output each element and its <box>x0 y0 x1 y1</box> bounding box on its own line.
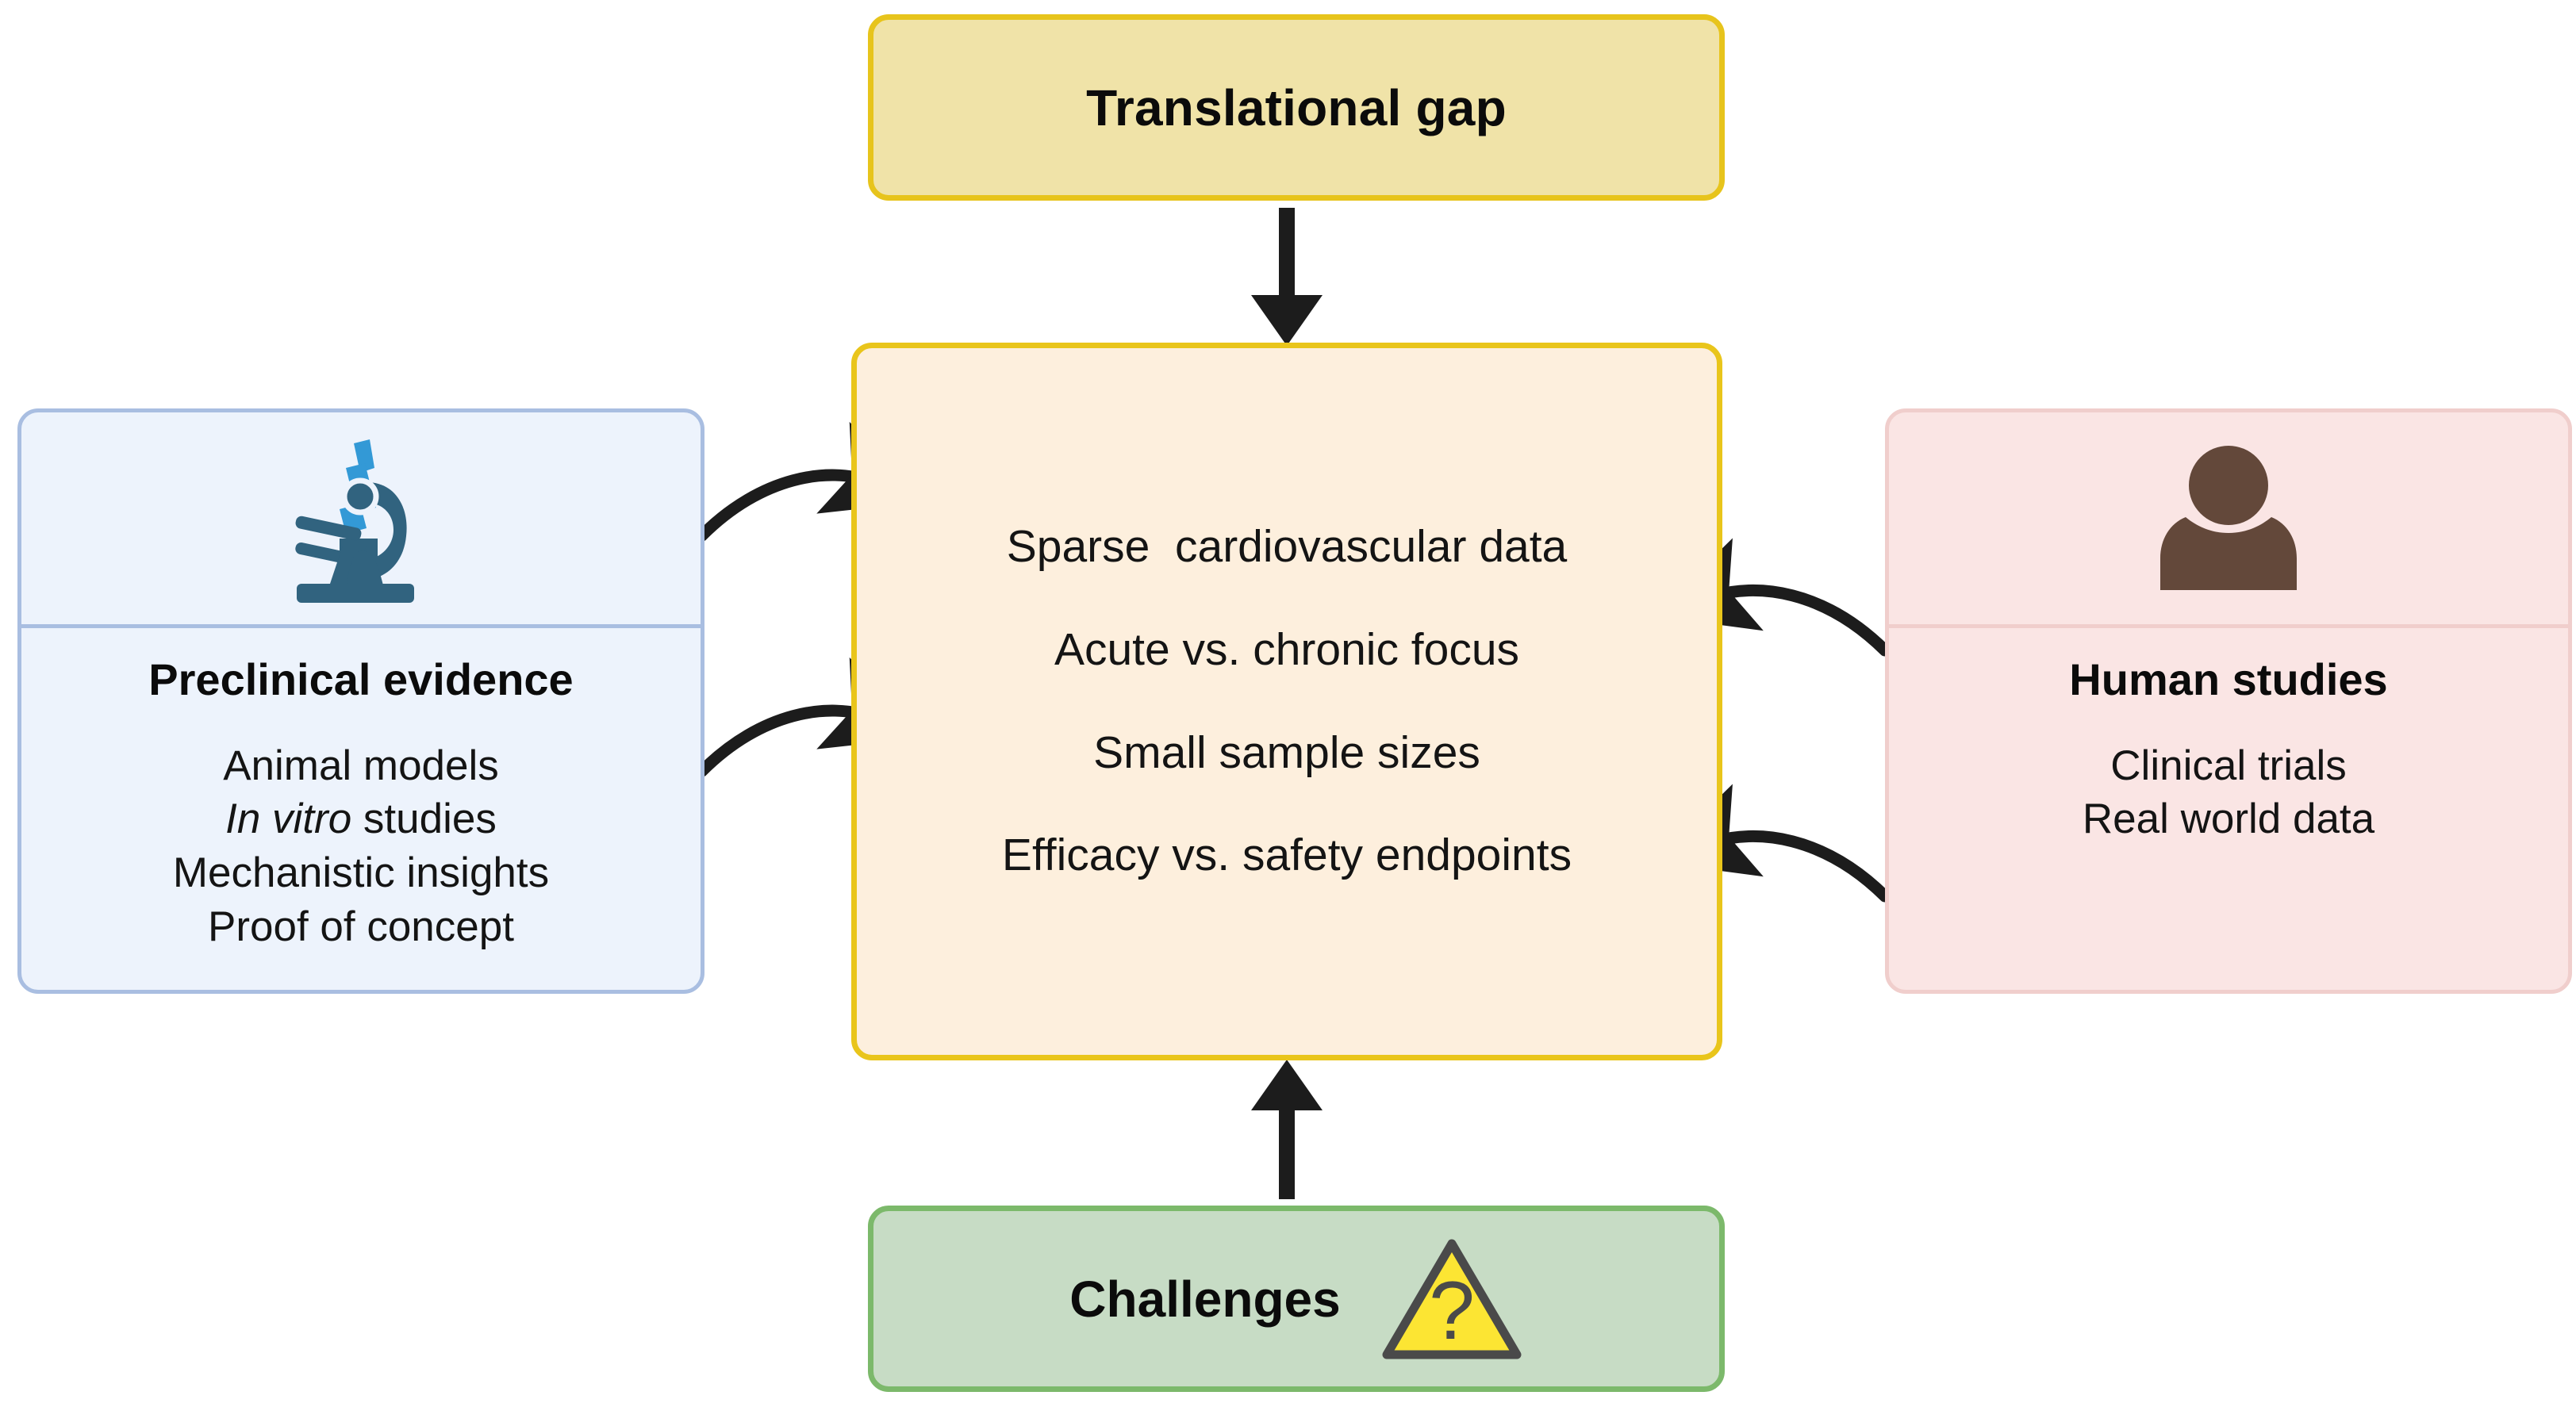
person-icon <box>2160 445 2297 590</box>
arrow-challenges-to-center <box>1251 1060 1323 1199</box>
translational-gap-label: Translational gap <box>1086 79 1507 136</box>
gap-item-efficacy-vs-safety: Efficacy vs. safety endpoints <box>1001 830 1572 881</box>
warning-mark: ? <box>1429 1265 1475 1357</box>
gap-item-acute-vs-chronic: Acute vs. chronic focus <box>1054 623 1520 675</box>
human-studies-body-pane: Human studies Clinical trials Real world… <box>1889 628 2568 990</box>
arrow-human-studies-to-center-lower <box>1653 784 1891 903</box>
list-item: Animal models <box>223 742 499 789</box>
arrow-preclinical-to-center-upper <box>696 421 927 542</box>
list-item: Real world data <box>2082 796 2375 843</box>
arrow-preclinical-to-center-lower <box>696 657 927 777</box>
microscope-icon <box>295 439 414 603</box>
translational-gap-box[interactable]: Translational gap <box>868 14 1725 201</box>
gap-item-small-sample-sizes: Small sample sizes <box>1093 727 1480 778</box>
gap-item-sparse-data: Sparse cardiovascular data <box>1006 520 1568 572</box>
translational-gap-details-box[interactable]: Sparse cardiovascular data Acute vs. chr… <box>851 343 1722 1060</box>
list-item: Clinical trials <box>2110 742 2347 789</box>
human-studies-title: Human studies <box>2069 654 2388 704</box>
preclinical-body-pane: Preclinical evidence Animal models In vi… <box>21 628 701 990</box>
preclinical-icon-pane <box>21 412 701 628</box>
list-item: Mechanistic insights <box>172 849 550 897</box>
challenges-box[interactable]: Challenges ? <box>868 1206 1725 1392</box>
arrow-human-studies-to-center-upper <box>1653 538 1891 657</box>
preclinical-evidence-card[interactable]: Preclinical evidence Animal models In vi… <box>17 408 704 994</box>
human-studies-icon-pane <box>1889 412 2568 628</box>
human-studies-card[interactable]: Human studies Clinical trials Real world… <box>1885 408 2572 994</box>
preclinical-evidence-title: Preclinical evidence <box>148 654 574 704</box>
list-item: Proof of concept <box>208 903 514 951</box>
list-item: In vitro studies <box>225 796 497 843</box>
warning-question-icon-wrap: ? <box>1380 1236 1523 1363</box>
human-studies-list: Clinical trials Real world data <box>2083 739 2374 847</box>
preclinical-evidence-list: Animal models In vitro studies Mechanist… <box>173 739 549 954</box>
challenges-label: Challenges <box>1069 1270 1341 1328</box>
warning-question-icon: ? <box>1382 1239 1522 1359</box>
arrow-translational-gap-to-center <box>1251 208 1323 346</box>
